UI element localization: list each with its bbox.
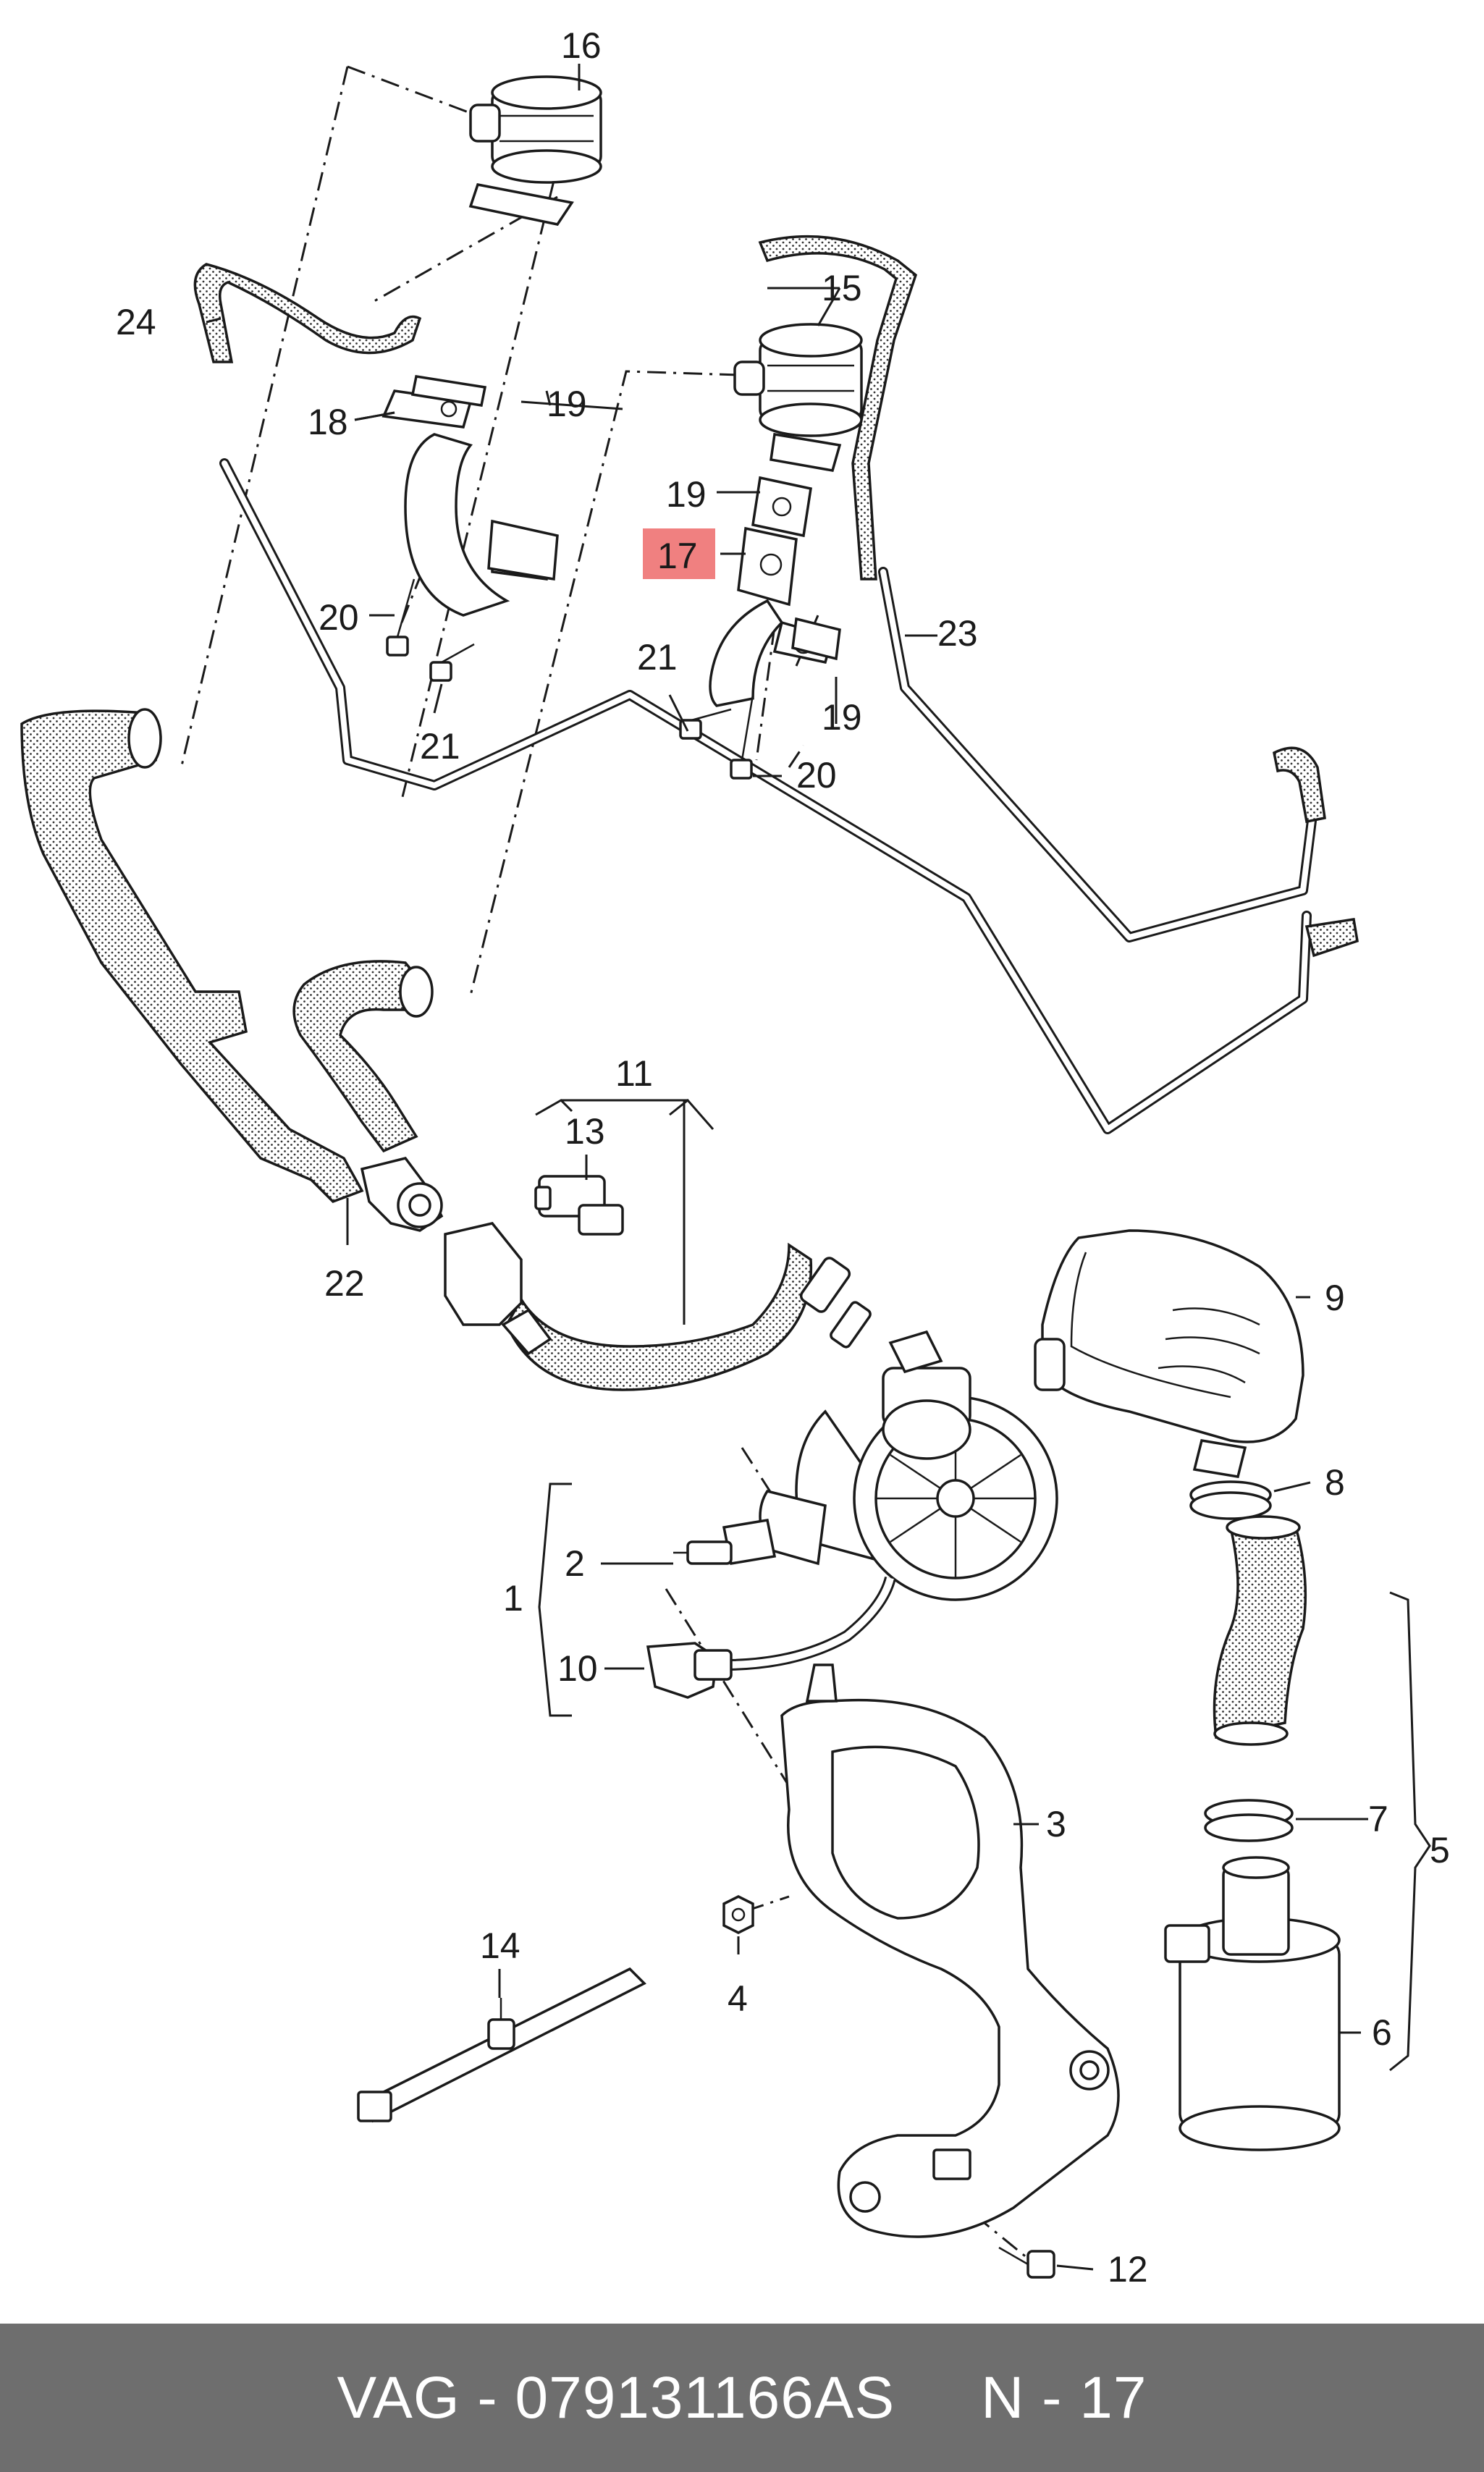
clamp-8 xyxy=(1189,1480,1272,1520)
clamp-7 xyxy=(1204,1799,1294,1842)
elbow-18 xyxy=(381,389,552,617)
callout-11: 11 xyxy=(615,1053,653,1094)
callout-10: 10 xyxy=(557,1648,598,1689)
gaskets-19 xyxy=(410,375,841,661)
footer-separator: - xyxy=(460,2364,515,2431)
group-brackets xyxy=(535,1098,1431,2072)
callout-7: 7 xyxy=(1368,1799,1388,1839)
callout-20-b: 20 xyxy=(796,755,837,796)
callout-19-c: 19 xyxy=(822,697,862,738)
elbow-17 xyxy=(709,526,835,707)
callout-20-a: 20 xyxy=(319,597,359,638)
callout-15: 15 xyxy=(822,268,862,308)
filter-housing-9 xyxy=(1034,1229,1304,1478)
callout-17: 17 xyxy=(657,536,698,576)
callout-5: 5 xyxy=(1430,1830,1450,1870)
nut-4 xyxy=(722,1895,754,1934)
callout-2: 2 xyxy=(565,1543,585,1584)
bracket-3 xyxy=(780,1663,1120,2238)
bolt-12 xyxy=(998,2246,1055,2279)
valve-16 xyxy=(468,75,602,226)
footer-part-number: 079131166AS xyxy=(515,2364,895,2431)
footer-caption: VAG - 079131166AS N - 17 xyxy=(337,2364,1147,2432)
callout-6: 6 xyxy=(1372,2012,1392,2053)
connector-10 xyxy=(646,1576,896,1699)
callout-3: 3 xyxy=(1046,1804,1066,1844)
callout-9: 9 xyxy=(1325,1278,1345,1318)
callout-1: 1 xyxy=(503,1578,523,1619)
cable-tie-14 xyxy=(357,1967,646,2123)
leader-lines xyxy=(206,64,1368,2271)
air-pump-1 xyxy=(673,1330,1058,1601)
footer-bar: VAG - 079131166AS N - 17 xyxy=(0,2324,1484,2472)
highlight-box-17 xyxy=(643,528,715,579)
callout-24: 24 xyxy=(116,302,156,342)
valve-15 xyxy=(733,323,863,472)
rigid-pipe-23 xyxy=(219,458,1319,1134)
footer-brand: VAG xyxy=(337,2364,460,2431)
callout-19-b: 19 xyxy=(666,474,707,515)
hose-23 xyxy=(758,235,1359,958)
hose-22 xyxy=(20,708,364,1204)
footer-gap xyxy=(895,2365,981,2431)
callout-12: 12 xyxy=(1108,2249,1148,2290)
callout-4: 4 xyxy=(728,1978,748,2019)
callout-18: 18 xyxy=(308,402,348,442)
sensor-13 xyxy=(534,1175,624,1236)
callout-23: 23 xyxy=(937,613,978,654)
callout-21-b: 21 xyxy=(420,726,460,767)
callout-labels: 16 15 24 19 18 19 17 20 21 23 19 21 20 1… xyxy=(116,25,1450,2290)
callout-22: 22 xyxy=(324,1263,365,1304)
hose-center xyxy=(292,960,434,1153)
hose-5 xyxy=(1213,1515,1307,1746)
exploded-parts-diagram: 16 15 24 19 18 19 17 20 21 23 19 21 20 1… xyxy=(20,25,1450,2290)
callout-13: 13 xyxy=(565,1111,605,1152)
callout-21-a: 21 xyxy=(637,637,678,678)
callout-19-a: 19 xyxy=(547,384,587,424)
callout-14: 14 xyxy=(480,1925,520,1966)
hose-24 xyxy=(193,263,422,363)
footer-position-label: N - 17 xyxy=(981,2364,1147,2431)
filter-6 xyxy=(1164,1856,1341,2151)
callout-16: 16 xyxy=(561,25,602,66)
hose-11 xyxy=(360,1157,872,1391)
callout-8: 8 xyxy=(1325,1462,1345,1503)
